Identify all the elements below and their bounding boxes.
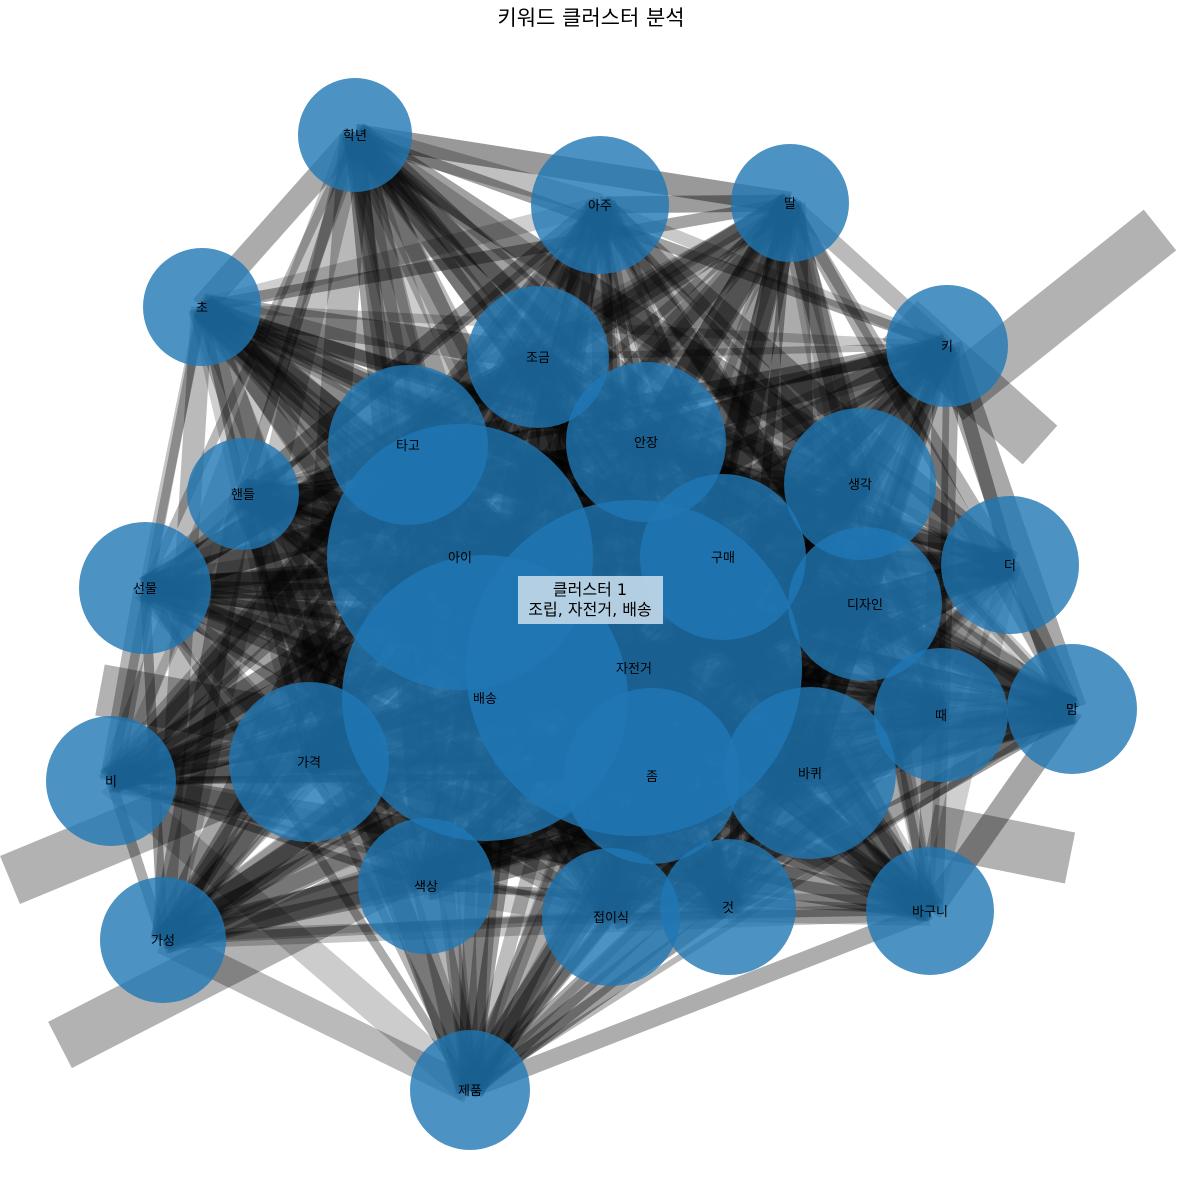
edge-아주-핸들 bbox=[236, 197, 607, 502]
node-딸 bbox=[731, 144, 849, 262]
node-선물 bbox=[79, 522, 211, 654]
node-label-학년: 학년 bbox=[343, 129, 367, 144]
node-맘 bbox=[1007, 644, 1137, 774]
edge-핸들-가성 bbox=[150, 491, 256, 943]
edge-extra-4 bbox=[924, 804, 1076, 884]
node-바구니 bbox=[866, 847, 994, 975]
node-label-때: 때 bbox=[935, 709, 947, 724]
edge-아주-더 bbox=[592, 196, 1018, 574]
node-label-바퀴: 바퀴 bbox=[798, 767, 822, 782]
node-label-초: 초 bbox=[196, 301, 208, 316]
node-색상 bbox=[358, 818, 494, 954]
node-label-맘: 맘 bbox=[1066, 703, 1078, 718]
edge-바구니-제품 bbox=[466, 903, 934, 1098]
node-label-선물: 선물 bbox=[133, 582, 157, 597]
node-label-안장: 안장 bbox=[634, 436, 658, 451]
cluster-label-box bbox=[518, 576, 663, 624]
edge-extra-5 bbox=[95, 664, 265, 746]
node-초 bbox=[143, 248, 261, 366]
edge-학년-생각 bbox=[349, 126, 866, 493]
node-label-제품: 제품 bbox=[458, 1084, 482, 1099]
cluster-label-line1: 클러스터 1 bbox=[553, 580, 627, 599]
edge-딸-초 bbox=[200, 197, 792, 313]
node-label-생각: 생각 bbox=[848, 478, 872, 493]
node-비 bbox=[46, 716, 176, 846]
node-학년 bbox=[298, 78, 412, 192]
node-바퀴 bbox=[724, 687, 896, 859]
node-조금 bbox=[467, 286, 609, 428]
node-label-타고: 타고 bbox=[396, 439, 420, 454]
node-label-색상: 색상 bbox=[414, 880, 438, 895]
chart-title: 키워드 클러스터 분석 bbox=[497, 6, 684, 30]
edge-학년-선물 bbox=[140, 133, 360, 590]
cluster-label-line2: 조립, 자전거, 배송 bbox=[528, 600, 651, 619]
node-키 bbox=[886, 285, 1008, 407]
node-label-자전거: 자전거 bbox=[616, 662, 652, 677]
node-label-핸들: 핸들 bbox=[231, 487, 255, 503]
node-label-디자인: 디자인 bbox=[847, 598, 883, 613]
edge-비-제품 bbox=[101, 769, 480, 1102]
cluster-label: 클러스터 1 조립, 자전거, 배송 bbox=[518, 576, 663, 624]
node-label-좀: 좀 bbox=[646, 770, 658, 785]
node-label-바구니: 바구니 bbox=[912, 905, 948, 920]
node-label-키: 키 bbox=[941, 340, 953, 355]
node-생각 bbox=[784, 408, 936, 560]
node-label-가격: 가격 bbox=[297, 756, 321, 771]
edge-학년-핸들 bbox=[237, 133, 361, 496]
node-label-더: 더 bbox=[1004, 559, 1016, 574]
node-것 bbox=[660, 839, 796, 975]
node-접이식 bbox=[542, 848, 680, 986]
node-가성 bbox=[100, 877, 226, 1003]
node-label-비: 비 bbox=[105, 775, 117, 790]
node-아주 bbox=[531, 136, 669, 274]
node-배송 bbox=[342, 555, 628, 841]
node-label-것: 것 bbox=[722, 901, 734, 916]
node-제품 bbox=[410, 1030, 530, 1150]
node-더 bbox=[941, 496, 1079, 634]
node-안장 bbox=[566, 362, 726, 522]
node-label-아이: 아이 bbox=[448, 551, 472, 566]
edge-비-접이식 bbox=[110, 777, 612, 921]
node-핸들 bbox=[187, 438, 299, 550]
node-가격 bbox=[229, 682, 389, 842]
node-좀 bbox=[564, 688, 740, 864]
node-label-조금: 조금 bbox=[526, 351, 550, 366]
node-label-배송: 배송 bbox=[473, 692, 497, 707]
nodes-layer bbox=[46, 78, 1137, 1150]
node-label-아주: 아주 bbox=[588, 199, 612, 214]
node-디자인 bbox=[788, 527, 942, 681]
node-label-딸: 딸 bbox=[784, 197, 796, 212]
edge-키-바구니 bbox=[916, 345, 961, 912]
node-label-접이식: 접이식 bbox=[593, 911, 629, 926]
node-label-가성: 가성 bbox=[151, 934, 175, 949]
node-label-구매: 구매 bbox=[711, 551, 735, 566]
node-때 bbox=[874, 648, 1008, 782]
